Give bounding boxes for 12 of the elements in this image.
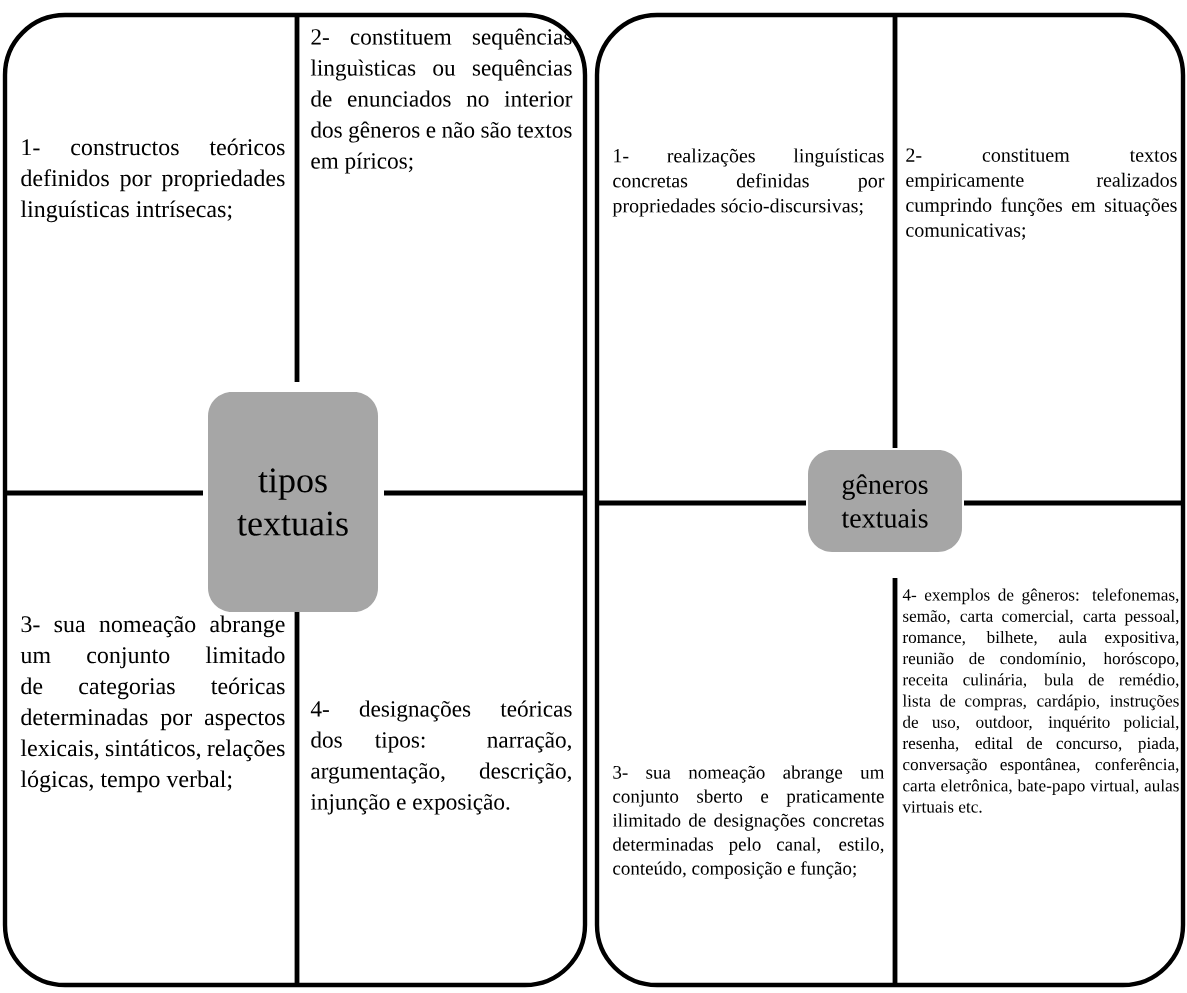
quadrant-text: 1- realizações linguísticas concretas definidas por propriedades sócio-discursivas;: [612, 148, 885, 217]
panel-frame: [2, 12, 588, 988]
quadrant-text: 4- exemplos de gêneros: telefonemas, semão, carta comercial, carta pessoal, romance, bilhete, aula expositiva, reunião de condomínio, horóscopo, receita culinária, bula de remédio, lista de compras, cardápio, instruções de uso, outdoor, inquérito policial, resenha, edital de concurso, piada, conversação espontânea, conferência, carta eletrônica, bate-papo virtual, aulas virtuais etc.: [902, 588, 1179, 813]
quadrant-text: 1- constructos teóricos definidos por propriedades linguísticas intrísecas;: [20, 138, 285, 223]
quadrant-text: 3- sua nomeação abrange um conjunto limitado de categorias teóricas determinadas por aspectos lexicais, sintáticos, relações lógicas, tempo verbal;: [20, 615, 285, 793]
quadrant-text: 3- sua nomeação abrange um conjunto sberto e praticamente ilimitado de designações concretas determinadas pelo canal, estilo, conteúdo, composição e função;: [612, 765, 885, 879]
quadrant-text: 2- constituem sequências linguìsticas ou sequências de enunciados no interior dos gêneros e não são textos em píricos;: [310, 28, 573, 174]
quadrant-text: 4- designações teóricas dos tipos: narração, argumentação, descrição, injunção e exposição.: [310, 700, 572, 815]
center-box: tipos textuais: [208, 392, 378, 612]
center-box: gêneros textuais: [808, 450, 962, 552]
panel-frame: [594, 12, 1186, 988]
quadrant-text: 2- constituem textos empiricamente realizados cumprindo funções em situações comunicativas;: [906, 148, 1177, 240]
